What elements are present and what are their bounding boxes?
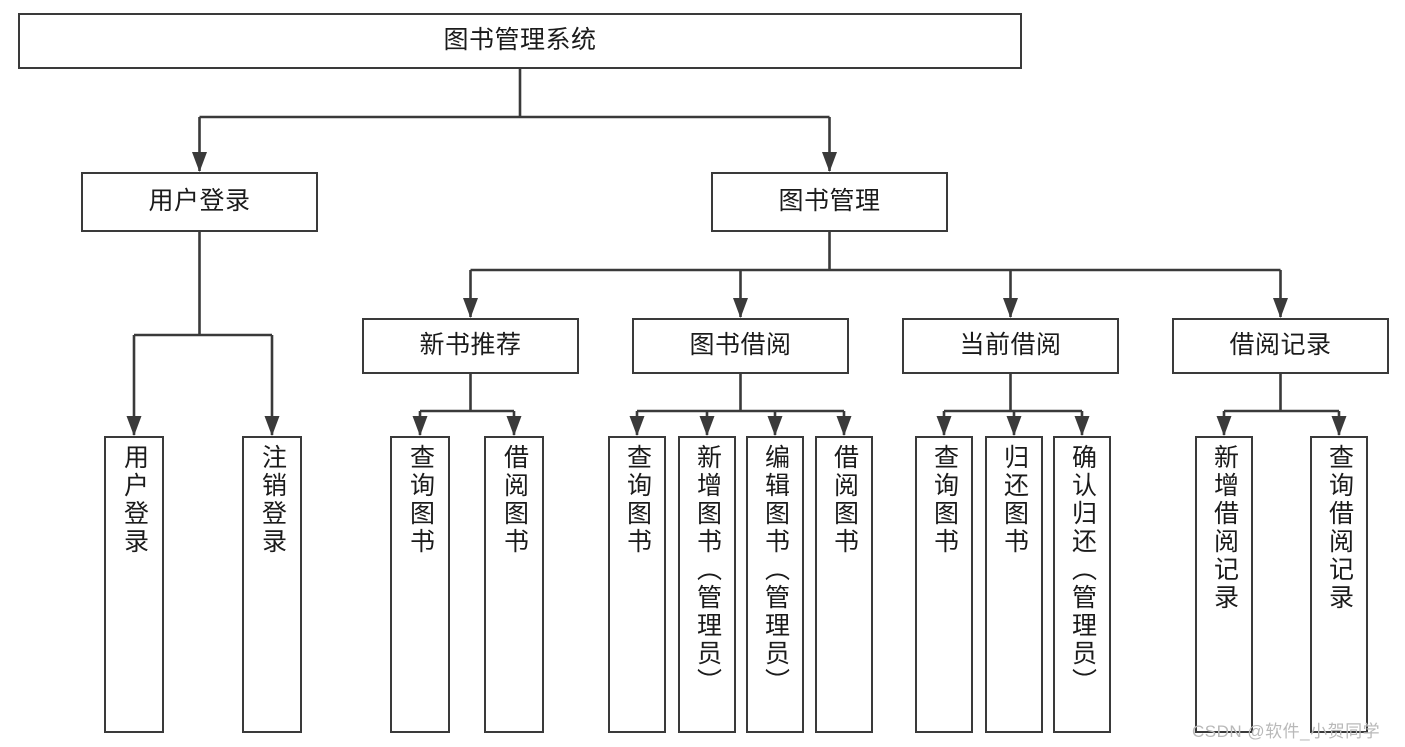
arrow-leaf-return-book [1006, 416, 1022, 436]
node-label: 归还图书 [1000, 444, 1029, 556]
node-label: 新增图书（管理员） [693, 444, 722, 696]
node-label: 借阅记录 [1229, 331, 1332, 360]
arrow-leaf-query-book-3 [936, 416, 952, 436]
arrow-leaf-edit-book-admin [767, 416, 783, 436]
node-label: 确认归还（管理员） [1068, 444, 1097, 696]
arrow-leaf-query-book-2 [629, 416, 645, 436]
csdn-watermark: CSDN @软件_小贺同学 [1192, 722, 1381, 741]
node-leaf-add-borrow-record[interactable]: 新增借阅记录 [1195, 436, 1253, 733]
arrow-user-login [192, 152, 207, 172]
node-leaf-borrow-book-1[interactable]: 借阅图书 [484, 436, 544, 733]
node-label: 查询借阅记录 [1325, 444, 1354, 612]
node-label: 借阅图书 [830, 444, 859, 556]
node-leaf-user-logout[interactable]: 注销登录 [242, 436, 302, 733]
node-leaf-borrow-book-2[interactable]: 借阅图书 [815, 436, 873, 733]
node-label: 查询图书 [930, 444, 959, 556]
node-label: 图书借阅 [689, 331, 792, 360]
arrow-book-borrow [733, 298, 748, 318]
arrow-borrow-record [1273, 298, 1288, 318]
arrow-leaf-borrow-book-1 [506, 416, 522, 436]
node-root[interactable]: 图书管理系统 [18, 13, 1022, 69]
node-label: 查询图书 [623, 444, 652, 556]
arrow-book-manage [822, 152, 837, 172]
node-label: 当前借阅 [959, 331, 1062, 360]
arrow-leaf-query-book-1 [412, 416, 428, 436]
node-borrow-record[interactable]: 借阅记录 [1172, 318, 1389, 374]
node-label: 新增借阅记录 [1210, 444, 1239, 612]
node-current-borrow[interactable]: 当前借阅 [902, 318, 1119, 374]
node-label: 新书推荐 [419, 331, 522, 360]
node-leaf-edit-book-admin[interactable]: 编辑图书（管理员） [746, 436, 804, 733]
node-user-login[interactable]: 用户登录 [81, 172, 318, 232]
node-label: 图书管理 [778, 187, 881, 216]
node-label: 编辑图书（管理员） [761, 444, 790, 696]
node-label: 查询图书 [406, 444, 435, 556]
node-leaf-user-login[interactable]: 用户登录 [104, 436, 164, 733]
node-label: 用户登录 [148, 187, 251, 216]
node-leaf-query-book-3[interactable]: 查询图书 [915, 436, 973, 733]
arrow-leaf-add-borrow-record [1216, 416, 1232, 436]
arrow-leaf-user-logout [264, 416, 280, 436]
node-label: 借阅图书 [500, 444, 529, 556]
node-leaf-add-book-admin[interactable]: 新增图书（管理员） [678, 436, 736, 733]
node-label: 用户登录 [120, 444, 149, 556]
arrow-leaf-add-book-admin [699, 416, 715, 436]
arrow-leaf-query-borrow-record [1331, 416, 1347, 436]
node-leaf-return-book[interactable]: 归还图书 [985, 436, 1043, 733]
arrow-new-book-recommend [463, 298, 478, 318]
node-leaf-query-borrow-record[interactable]: 查询借阅记录 [1310, 436, 1368, 733]
node-label: 图书管理系统 [443, 26, 597, 55]
node-leaf-query-book-2[interactable]: 查询图书 [608, 436, 666, 733]
arrow-current-borrow [1003, 298, 1018, 318]
arrow-leaf-borrow-book-2 [836, 416, 852, 436]
node-leaf-query-book-1[interactable]: 查询图书 [390, 436, 450, 733]
node-leaf-confirm-return[interactable]: 确认归还（管理员） [1053, 436, 1111, 733]
node-book-borrow[interactable]: 图书借阅 [632, 318, 849, 374]
node-new-book-recommend[interactable]: 新书推荐 [362, 318, 579, 374]
node-book-manage[interactable]: 图书管理 [711, 172, 948, 232]
arrow-leaf-confirm-return [1074, 416, 1090, 436]
node-label: 注销登录 [258, 444, 287, 556]
arrow-leaf-user-login [126, 416, 142, 436]
